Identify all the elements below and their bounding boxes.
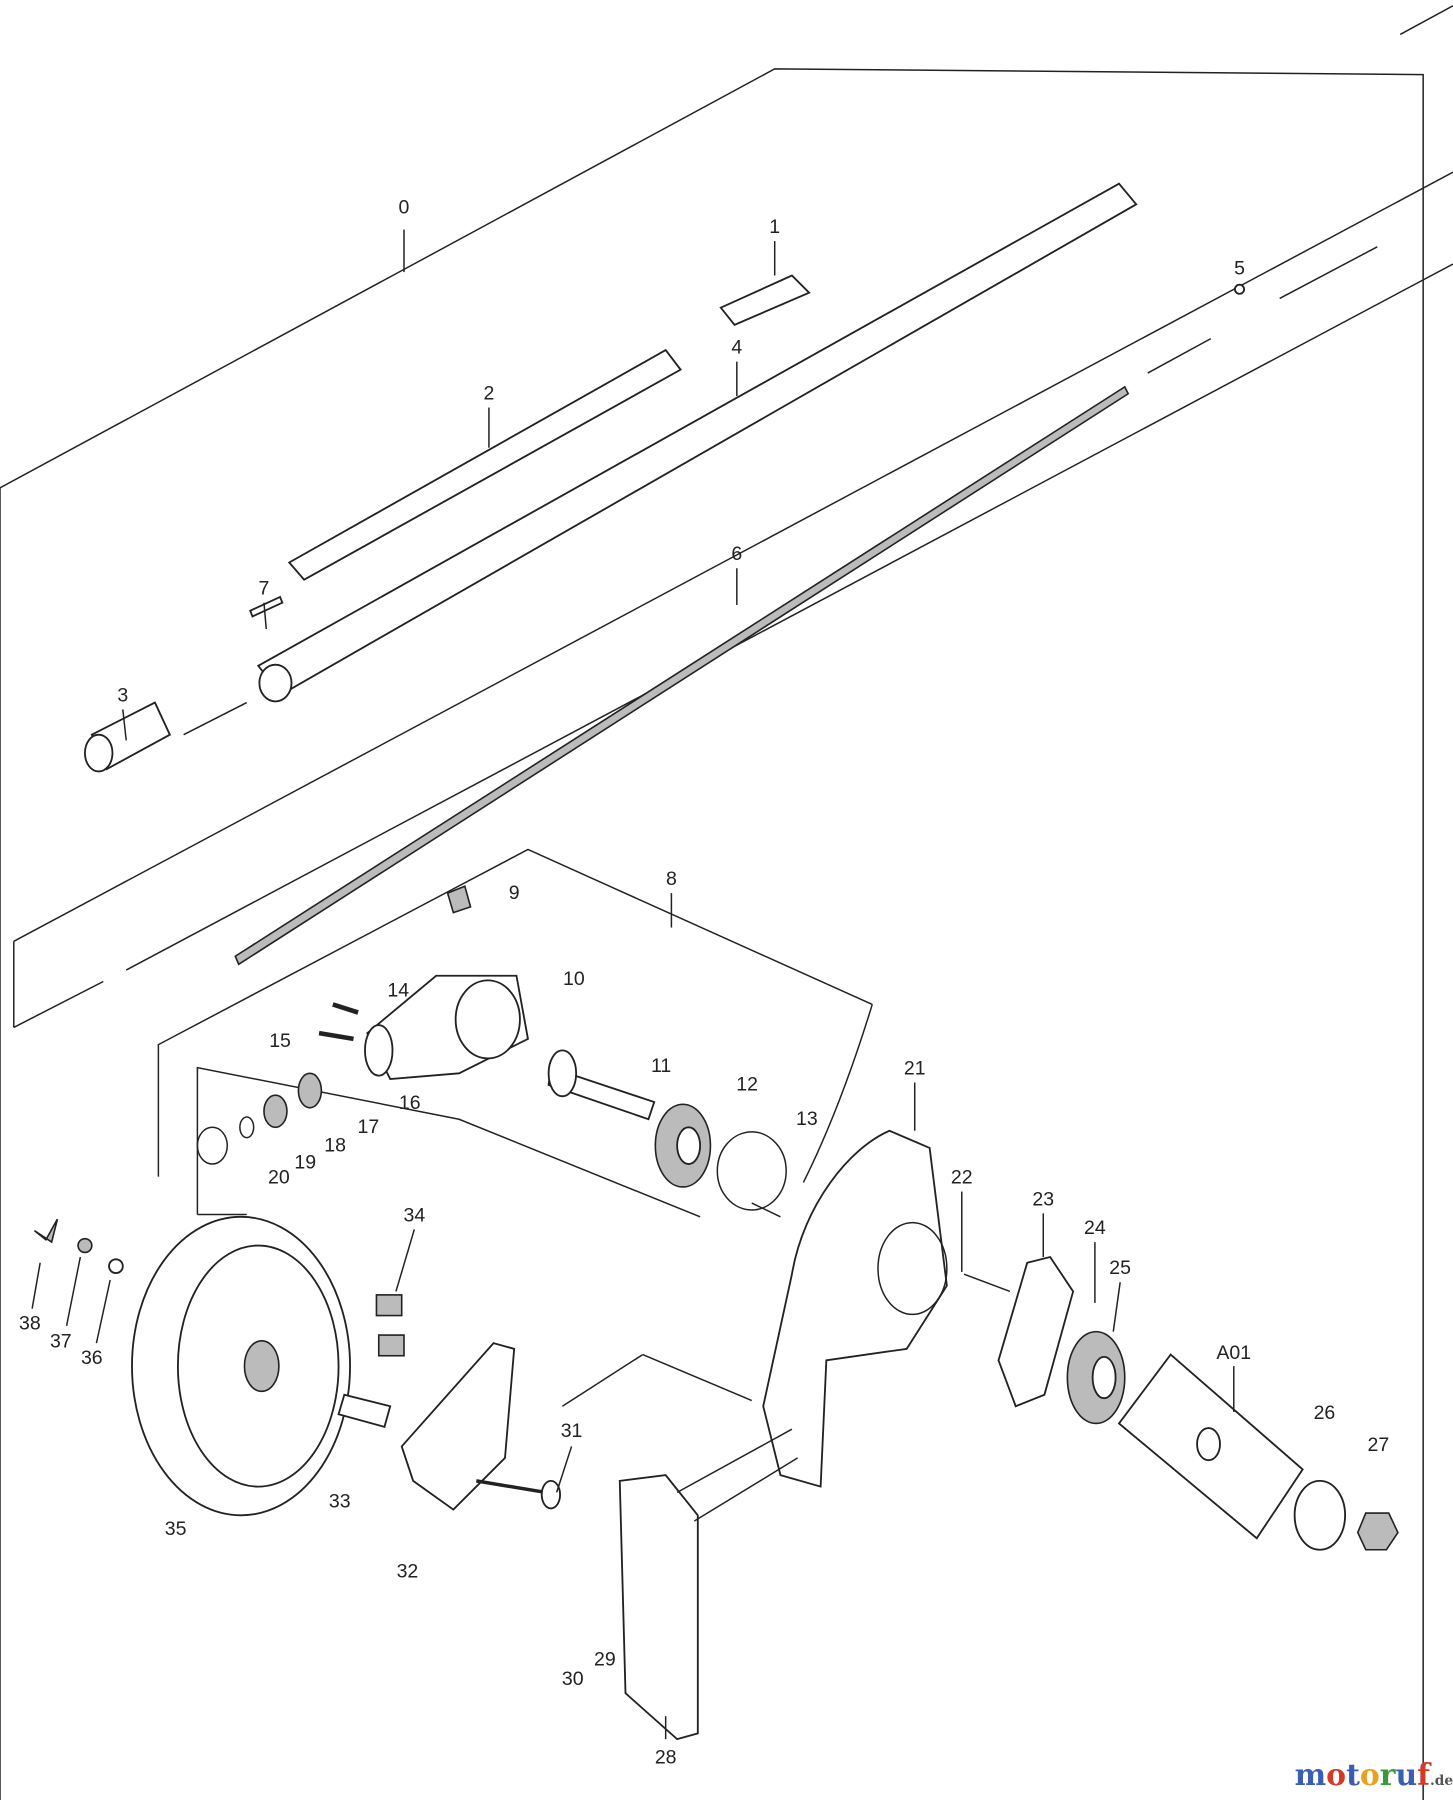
label-0: 0 [399,197,410,219]
label-10: 10 [563,968,585,990]
label-13: 13 [796,1108,818,1130]
label-35: 35 [165,1518,187,1540]
label-part-1 [719,274,811,326]
label-26: 26 [1314,1402,1336,1424]
watermark-logo: motoruf.de [1295,1758,1453,1793]
tube-part-0 [256,182,1138,696]
label-9: 9 [509,882,520,904]
label-7: 7 [259,578,270,600]
label-34: 34 [403,1204,425,1226]
guard-part-21 [762,1129,948,1488]
label-38: 38 [19,1312,41,1334]
label-30: 30 [562,1668,584,1690]
label-22: 22 [951,1167,973,1189]
label-1: 1 [769,216,780,238]
part-number-labels: 0 1 2 3 4 5 6 7 8 9 10 11 12 13 14 15 16… [19,197,1389,1769]
svg-text:motoruf.de: motoruf.de [1295,1758,1453,1793]
label-16: 16 [399,1092,421,1114]
label-A01: A01 [1216,1342,1251,1364]
label-20: 20 [268,1167,290,1189]
label-24: 24 [1084,1217,1106,1239]
label-4: 4 [731,337,742,359]
bracket-part-23 [997,1255,1075,1408]
label-17: 17 [358,1116,380,1138]
label-15: 15 [269,1030,291,1052]
plate-part-28 [618,1474,699,1741]
label-36: 36 [81,1347,103,1369]
label-27: 27 [1368,1434,1390,1456]
washer-part-26 [1293,1479,1347,1551]
label-23: 23 [1032,1188,1054,1210]
label-2: 2 [483,382,494,404]
label-33: 33 [329,1490,351,1512]
label-32: 32 [397,1560,419,1582]
label-8: 8 [666,868,677,890]
label-3: 3 [117,684,128,706]
label-11: 11 [651,1055,671,1077]
frame-lines [0,5,1453,1800]
label-5: 5 [1234,257,1245,279]
label-29: 29 [594,1649,616,1671]
label-12: 12 [736,1074,758,1096]
label-21: 21 [904,1057,926,1079]
bracket-part-32 [400,1342,516,1511]
label-19: 19 [294,1152,316,1174]
label-37: 37 [50,1331,72,1353]
label-25: 25 [1109,1257,1131,1279]
label-18: 18 [324,1134,346,1156]
label-part-2 [287,348,682,581]
label-31: 31 [561,1420,583,1442]
shaft-part-6 [234,385,1130,966]
part-shapes [31,182,1399,1741]
label-28: 28 [655,1746,677,1768]
label-14: 14 [387,979,409,1001]
label-6: 6 [731,543,742,565]
